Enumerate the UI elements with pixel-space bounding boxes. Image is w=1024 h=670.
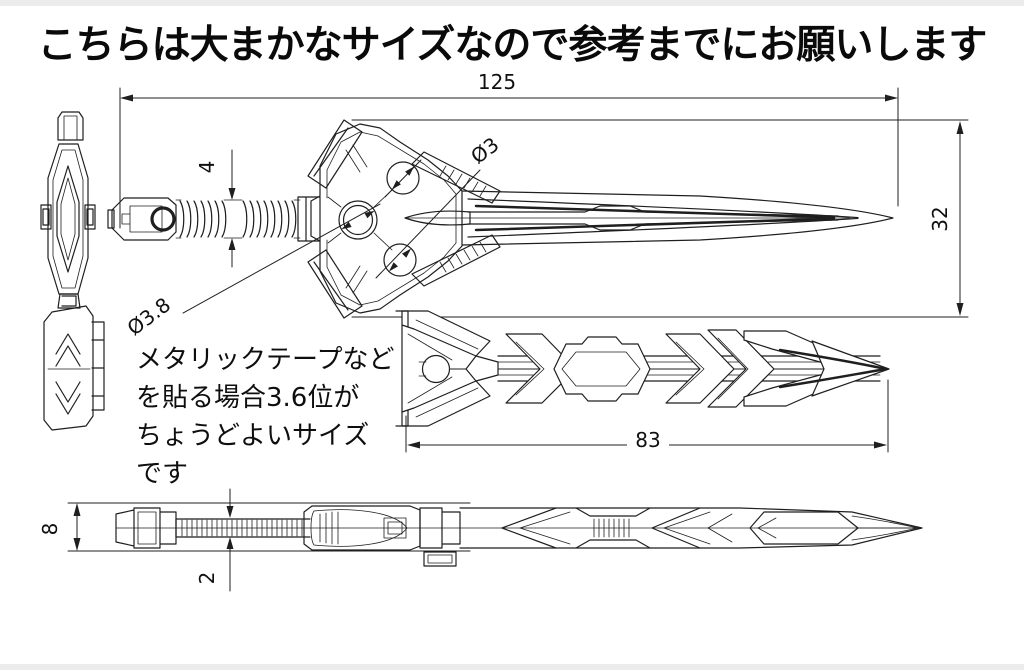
pommel-ring	[150, 206, 176, 232]
top-view-guard	[303, 505, 461, 567]
top-view-pommel	[115, 507, 177, 549]
blade	[404, 190, 894, 246]
center-hole	[338, 200, 378, 240]
insert-view	[395, 310, 890, 427]
dim-grip-thickness: 2	[195, 488, 234, 592]
page-title: こちらは大まかなサイズなので参考までにお願いします	[37, 22, 988, 68]
insert-arrowhead	[778, 340, 890, 397]
dim-4-label: 4	[195, 161, 219, 174]
front-view	[40, 111, 105, 431]
top-view-blade	[459, 507, 923, 549]
guard-fin-bottom	[411, 234, 501, 287]
guard-fin-top	[411, 151, 501, 204]
dim-125-label: 125	[478, 70, 516, 94]
dia-3-8-label: Ø3.8	[123, 293, 175, 341]
insert-v-end	[395, 310, 499, 427]
insert-hex	[553, 336, 651, 402]
insert-chevron-1	[505, 333, 577, 404]
dim-83-label: 83	[635, 428, 660, 452]
dim-8-label: 8	[38, 523, 62, 536]
dim-side-thickness: 8	[38, 502, 471, 552]
dim-overall-length: 125	[119, 70, 899, 229]
dim-insert-length: 83	[405, 379, 889, 453]
dim-grip-width: 4	[195, 149, 236, 268]
top-view	[115, 505, 923, 567]
grip-ribs	[175, 199, 301, 239]
note-line-4: です	[136, 459, 189, 489]
dim-32-label: 32	[928, 206, 952, 231]
dia-3-label: Ø3	[466, 132, 503, 168]
top-view-grip	[175, 518, 311, 538]
note-line-3: ちょうどよいサイズ	[136, 421, 370, 451]
guard-wing-bottom	[307, 249, 363, 319]
note-line-1: メタリックテープなど	[136, 345, 395, 375]
bottom-edge-strip	[0, 664, 1024, 670]
pin-hole-top	[386, 161, 420, 195]
top-edge-strip	[0, 0, 1024, 6]
tape-size-note: メタリックテープなど を貼る場合3.6位が ちょうどよいサイズ です	[136, 341, 394, 493]
grip-collar	[297, 196, 321, 242]
label-center-hole: Ø3.8	[123, 203, 381, 341]
side-view	[107, 119, 894, 319]
pin-hole-bottom	[383, 243, 417, 277]
dim-guard-width: 32	[351, 119, 969, 318]
note-line-2: を貼る場合3.6位が	[136, 383, 360, 413]
pommel	[107, 197, 177, 241]
dim-2-label: 2	[195, 572, 219, 585]
insert-chevron-2	[665, 333, 735, 404]
